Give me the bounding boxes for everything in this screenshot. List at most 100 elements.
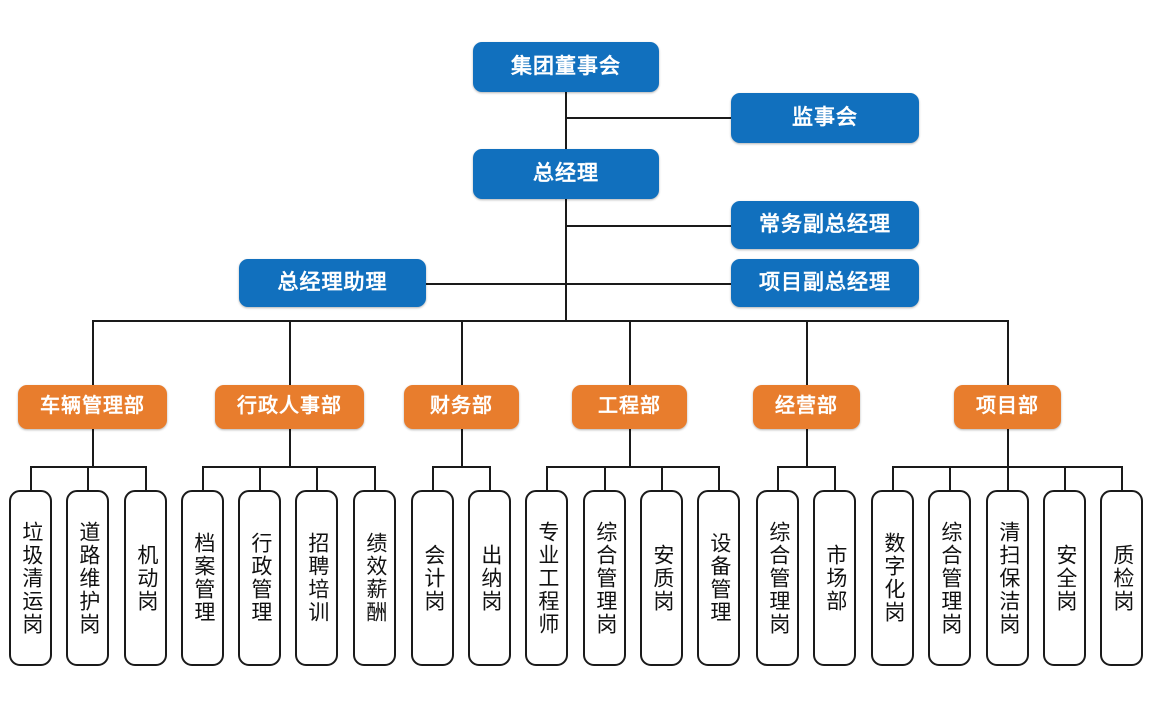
node-leaf-8-label: 出纳岗 [478,543,502,613]
connector-dept3-leaf-1 [604,466,606,491]
connector-gm-to-exec-deputy [565,225,732,227]
node-leaf-9-label: 专业工程师 [535,520,559,636]
node-leaf-12-label: 设备管理 [707,532,731,624]
connector-board-to-gm [565,91,567,153]
connector-dept4-bus [777,466,836,468]
node-leaf-10-label: 综合管理岗 [593,520,617,636]
node-leaf-18-label: 安全岗 [1053,543,1077,613]
node-leaf-7-label: 会计岗 [421,543,445,613]
node-general-manager-label: 总经理 [533,161,599,185]
connector-gm-assistant [425,283,567,285]
node-exec-deputy-gm[interactable]: 常务副总经理 [731,201,919,249]
node-leaf-14-label: 市场部 [823,543,847,613]
node-department-1[interactable]: 行政人事部 [215,385,364,429]
node-leaf-2-label: 机动岗 [134,543,158,613]
node-department-4-label: 经营部 [775,395,838,418]
connector-drop-dept-5 [1007,320,1009,385]
connector-dept1-leaf-3 [374,466,376,491]
connector-dept5-leaf-0 [892,466,894,491]
node-leaf-0[interactable]: 垃圾清运岗 [9,490,52,666]
connector-dept4-stem [806,428,808,466]
node-leaf-16[interactable]: 综合管理岗 [928,490,971,666]
connector-drop-dept-4 [806,320,808,385]
connector-dept0-leaf-2 [145,466,147,491]
node-leaf-9[interactable]: 专业工程师 [525,490,568,666]
connector-dept0-leaf-0 [30,466,32,491]
connector-dept5-leaf-2 [1007,466,1009,491]
connector-dept2-bus [432,466,491,468]
node-leaf-11[interactable]: 安质岗 [640,490,683,666]
connector-dept1-leaf-2 [316,466,318,491]
node-leaf-1[interactable]: 道路维护岗 [66,490,109,666]
node-department-5[interactable]: 项目部 [954,385,1061,429]
connector-dept1-bus [202,466,375,468]
node-leaf-1-label: 道路维护岗 [76,520,100,636]
node-leaf-17-label: 清扫保洁岗 [996,520,1020,636]
node-supervisory-board-label: 监事会 [792,105,858,129]
node-leaf-7[interactable]: 会计岗 [411,490,454,666]
node-general-manager[interactable]: 总经理 [473,149,659,199]
connector-dept5-stem [1007,428,1009,466]
node-gm-assistant[interactable]: 总经理助理 [239,259,426,307]
node-leaf-17[interactable]: 清扫保洁岗 [986,490,1029,666]
connector-drop-dept-0 [92,320,94,385]
connector-dept2-leaf-1 [489,466,491,491]
connector-drop-dept-1 [289,320,291,385]
node-department-0[interactable]: 车辆管理部 [18,385,167,429]
node-leaf-10[interactable]: 综合管理岗 [583,490,626,666]
node-leaf-3-label: 档案管理 [191,532,215,624]
node-leaf-14[interactable]: 市场部 [813,490,856,666]
node-leaf-19-label: 质检岗 [1110,543,1134,613]
node-department-2[interactable]: 财务部 [404,385,519,429]
node-leaf-11-label: 安质岗 [650,543,674,613]
node-leaf-2[interactable]: 机动岗 [124,490,167,666]
connector-drop-dept-2 [461,320,463,385]
node-leaf-5[interactable]: 招聘培训 [295,490,338,666]
connector-dept2-leaf-0 [432,466,434,491]
connector-dept0-leaf-1 [87,466,89,491]
node-board-label: 集团董事会 [511,54,621,78]
node-department-4[interactable]: 经营部 [753,385,860,429]
node-leaf-6[interactable]: 绩效薪酬 [353,490,396,666]
node-leaf-3[interactable]: 档案管理 [181,490,224,666]
connector-dept4-leaf-1 [834,466,836,491]
node-leaf-5-label: 招聘培训 [305,532,329,624]
node-leaf-8[interactable]: 出纳岗 [468,490,511,666]
connector-dept5-leaf-4 [1121,466,1123,491]
node-leaf-4[interactable]: 行政管理 [238,490,281,666]
node-department-3[interactable]: 工程部 [572,385,687,429]
node-leaf-12[interactable]: 设备管理 [697,490,740,666]
connector-dept3-bus [546,466,720,468]
node-supervisory-board[interactable]: 监事会 [731,93,919,143]
connector-dept0-stem [92,428,94,466]
node-leaf-15-label: 数字化岗 [881,532,905,624]
node-project-deputy-gm[interactable]: 项目副总经理 [731,259,919,307]
node-board[interactable]: 集团董事会 [473,42,659,92]
node-leaf-0-label: 垃圾清运岗 [19,520,43,636]
node-department-2-label: 财务部 [430,395,493,418]
connector-dept1-leaf-0 [202,466,204,491]
connector-board-to-supervisory [565,117,732,119]
connector-dept5-leaf-3 [1064,466,1066,491]
node-leaf-15[interactable]: 数字化岗 [871,490,914,666]
connector-gm-to-bus [565,198,567,322]
node-leaf-13[interactable]: 综合管理岗 [756,490,799,666]
node-leaf-19[interactable]: 质检岗 [1100,490,1143,666]
node-gm-assistant-label: 总经理助理 [277,270,388,294]
connector-dept1-stem [289,428,291,466]
connector-drop-dept-3 [629,320,631,385]
connector-dept3-leaf-2 [661,466,663,491]
node-department-5-label: 项目部 [976,395,1039,418]
node-leaf-13-label: 综合管理岗 [766,520,790,636]
connector-gm-to-project-deputy [565,283,732,285]
connector-dept3-stem [629,428,631,466]
connector-dept4-leaf-0 [777,466,779,491]
node-leaf-18[interactable]: 安全岗 [1043,490,1086,666]
connector-dept1-leaf-1 [259,466,261,491]
node-leaf-6-label: 绩效薪酬 [363,532,387,624]
node-leaf-16-label: 综合管理岗 [938,520,962,636]
connector-dept5-leaf-1 [949,466,951,491]
connector-dept3-leaf-3 [718,466,720,491]
node-exec-deputy-gm-label: 常务副总经理 [759,212,891,236]
